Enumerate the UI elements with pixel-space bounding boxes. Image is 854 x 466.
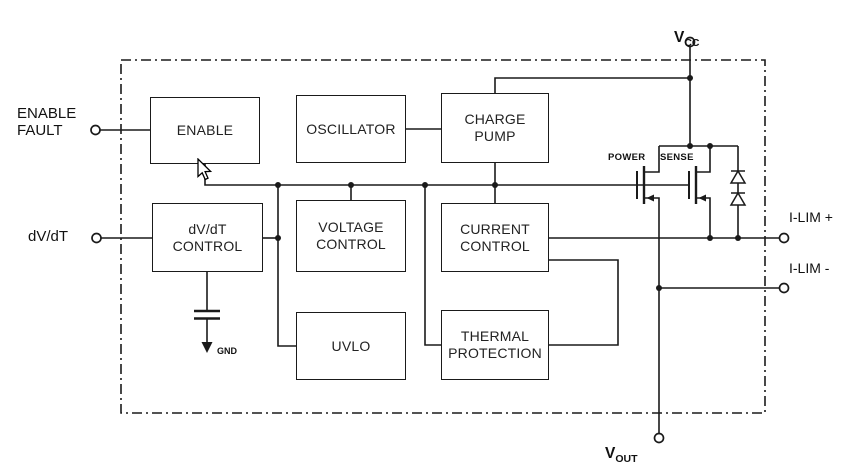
block-oscillator: OSCILLATOR	[296, 95, 406, 163]
terminal-dvdt	[91, 232, 102, 244]
block-thermal-protection: THERMAL PROTECTION	[441, 310, 549, 380]
junction-dots	[275, 75, 741, 291]
pin-label-ilim-minus: I-LIM -	[789, 260, 830, 276]
ic-boundary	[120, 59, 766, 414]
terminal-ilim-minus	[778, 282, 790, 294]
pin-label-dvdt: dV/dT	[28, 228, 69, 245]
label-power-fet: POWER	[608, 152, 646, 163]
ground-arrow	[201, 342, 213, 353]
block-current-control: CURRENT CONTROL	[441, 203, 549, 272]
block-voltage-control: VOLTAGE CONTROL	[296, 200, 406, 272]
vcc-main: V	[674, 28, 685, 46]
capacitor	[194, 309, 220, 320]
pin-label-ilim-plus: I-LIM +	[789, 209, 833, 225]
clamp-diodes	[729, 169, 747, 206]
pin-label-enable-fault: ENABLE FAULT	[17, 105, 77, 139]
sense-mosfet-arrow	[698, 194, 706, 202]
pin-label-vout: VOUT	[605, 429, 638, 466]
terminal-ilim-plus	[778, 232, 790, 244]
vout-main: V	[605, 444, 616, 462]
wires	[100, 46, 780, 347]
terminal-enable-fault	[90, 124, 101, 136]
vout-sub: OUT	[615, 452, 638, 465]
terminal-vcc	[684, 36, 696, 48]
power-mosfet	[636, 146, 660, 434]
block-enable: ENABLE	[150, 97, 260, 164]
sense-mosfet	[688, 146, 711, 238]
mouse-cursor	[197, 158, 213, 181]
terminal-vout	[653, 432, 665, 444]
label-sense-fet: SENSE	[660, 152, 694, 163]
block-charge-pump: CHARGE PUMP	[441, 93, 549, 163]
pin-label-vcc: VCC	[674, 13, 700, 51]
vcc-sub: CC	[684, 36, 700, 49]
block-dvdt-control: dV/dT CONTROL	[152, 203, 263, 272]
power-mosfet-arrow	[646, 194, 654, 202]
block-uvlo: UVLO	[296, 312, 406, 380]
pin-label-gnd: GND	[217, 346, 237, 356]
pin-terminals	[90, 36, 790, 444]
